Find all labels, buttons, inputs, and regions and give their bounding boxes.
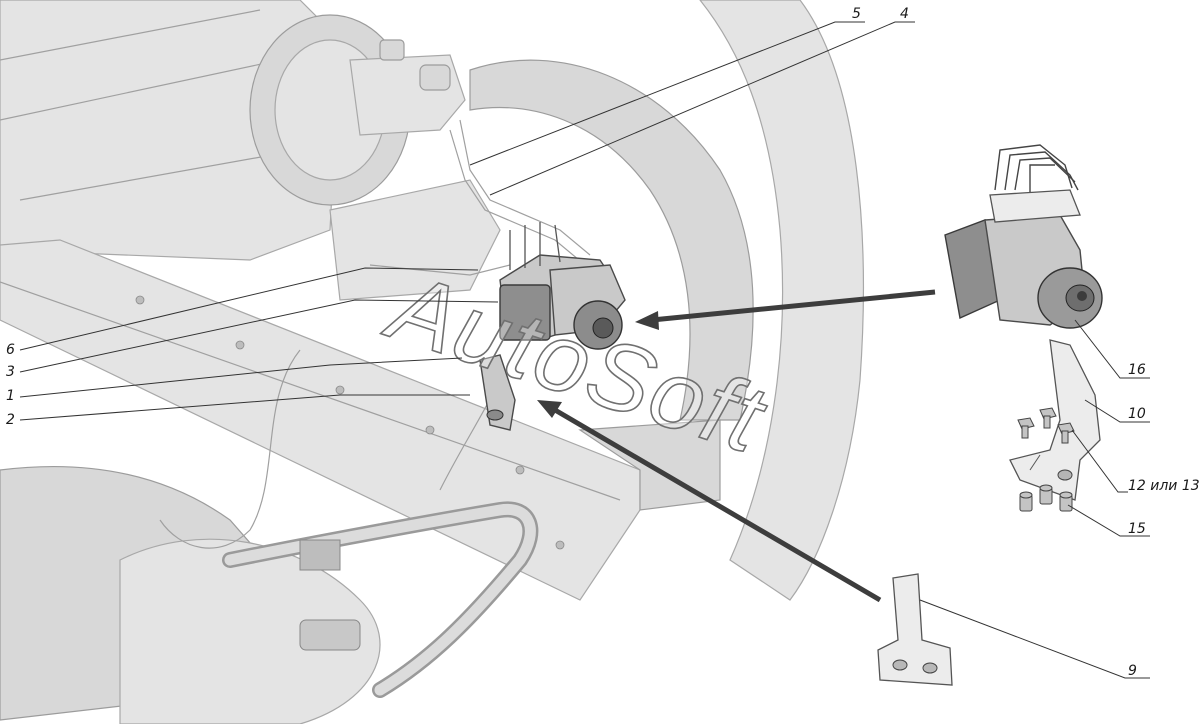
callout-15: 15	[1128, 521, 1146, 537]
abs-modulator-exploded	[944, 144, 1103, 329]
vehicle-body-background	[0, 0, 864, 724]
abs-unit-installed	[479, 222, 626, 431]
callout-2: 2	[6, 412, 15, 428]
callout-4: 4	[900, 6, 909, 22]
assembly-arrows	[537, 289, 936, 603]
callout-labels: 5 4 6 3 1 2 16 10 12 или 13 15 9	[6, 6, 1200, 679]
callout-16: 16	[1128, 362, 1146, 378]
callout-1: 1	[6, 388, 15, 404]
callout-3: 3	[6, 364, 15, 380]
bracket-10	[1009, 339, 1101, 501]
leader-lines	[19, 21, 1150, 679]
bracket-9	[877, 573, 953, 686]
callout-5: 5	[852, 6, 861, 22]
callout-12-or-13: 12 или 13	[1128, 478, 1200, 494]
callout-6: 6	[6, 342, 15, 358]
callout-10: 10	[1128, 406, 1146, 422]
callout-9: 9	[1128, 663, 1137, 679]
brake-lines	[159, 119, 591, 549]
fasteners	[1017, 407, 1075, 512]
